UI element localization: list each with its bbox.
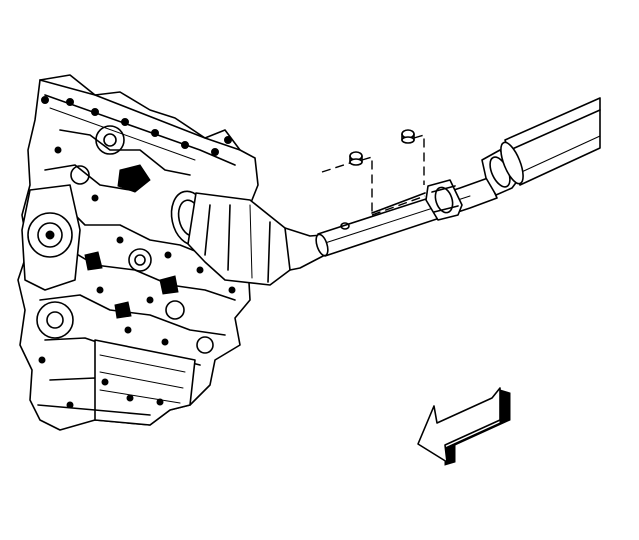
front-direction-arrow [417,387,511,466]
engine-bolts [38,96,244,409]
exhaust-pipe [315,177,498,257]
catalytic-converter [170,190,326,286]
muffler [481,97,601,196]
hanger-studs [321,129,426,216]
engine-block [17,74,263,431]
pipe-clamp [425,179,463,221]
